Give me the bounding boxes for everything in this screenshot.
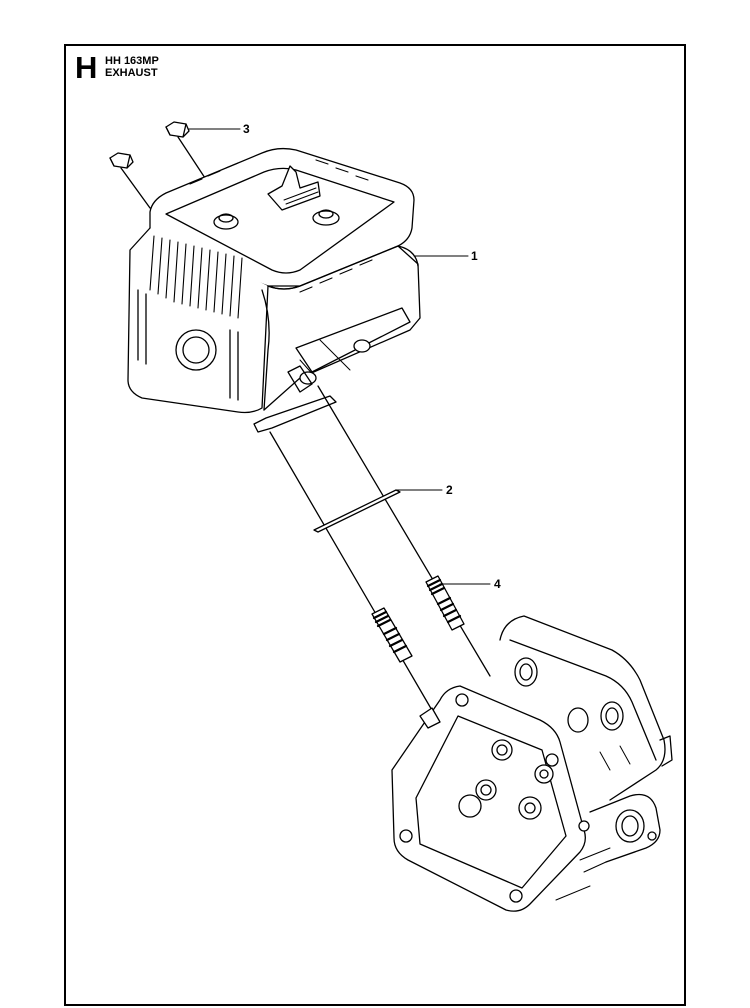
gasket (313, 489, 401, 533)
callout-3: 3 (243, 122, 250, 136)
page-frame (64, 44, 686, 1006)
callout-2: 2 (446, 483, 453, 497)
section-title: EXHAUST (105, 67, 158, 79)
muffler (127, 147, 421, 414)
nut-axis-right (177, 136, 206, 179)
muffler-flange-tab (253, 395, 337, 433)
nut-axis-left (120, 167, 151, 209)
callout-1: 1 (471, 249, 478, 263)
nut-right (165, 121, 190, 138)
stud-left (371, 607, 413, 663)
cylinder-head (391, 615, 673, 912)
model-name: HH 163MP (105, 55, 159, 67)
axis-line-left (269, 431, 441, 725)
axis-line-right (317, 385, 491, 677)
stud-right (425, 575, 465, 631)
nut-left (109, 152, 134, 169)
section-letter: H (75, 50, 98, 85)
callout-4: 4 (494, 577, 501, 591)
